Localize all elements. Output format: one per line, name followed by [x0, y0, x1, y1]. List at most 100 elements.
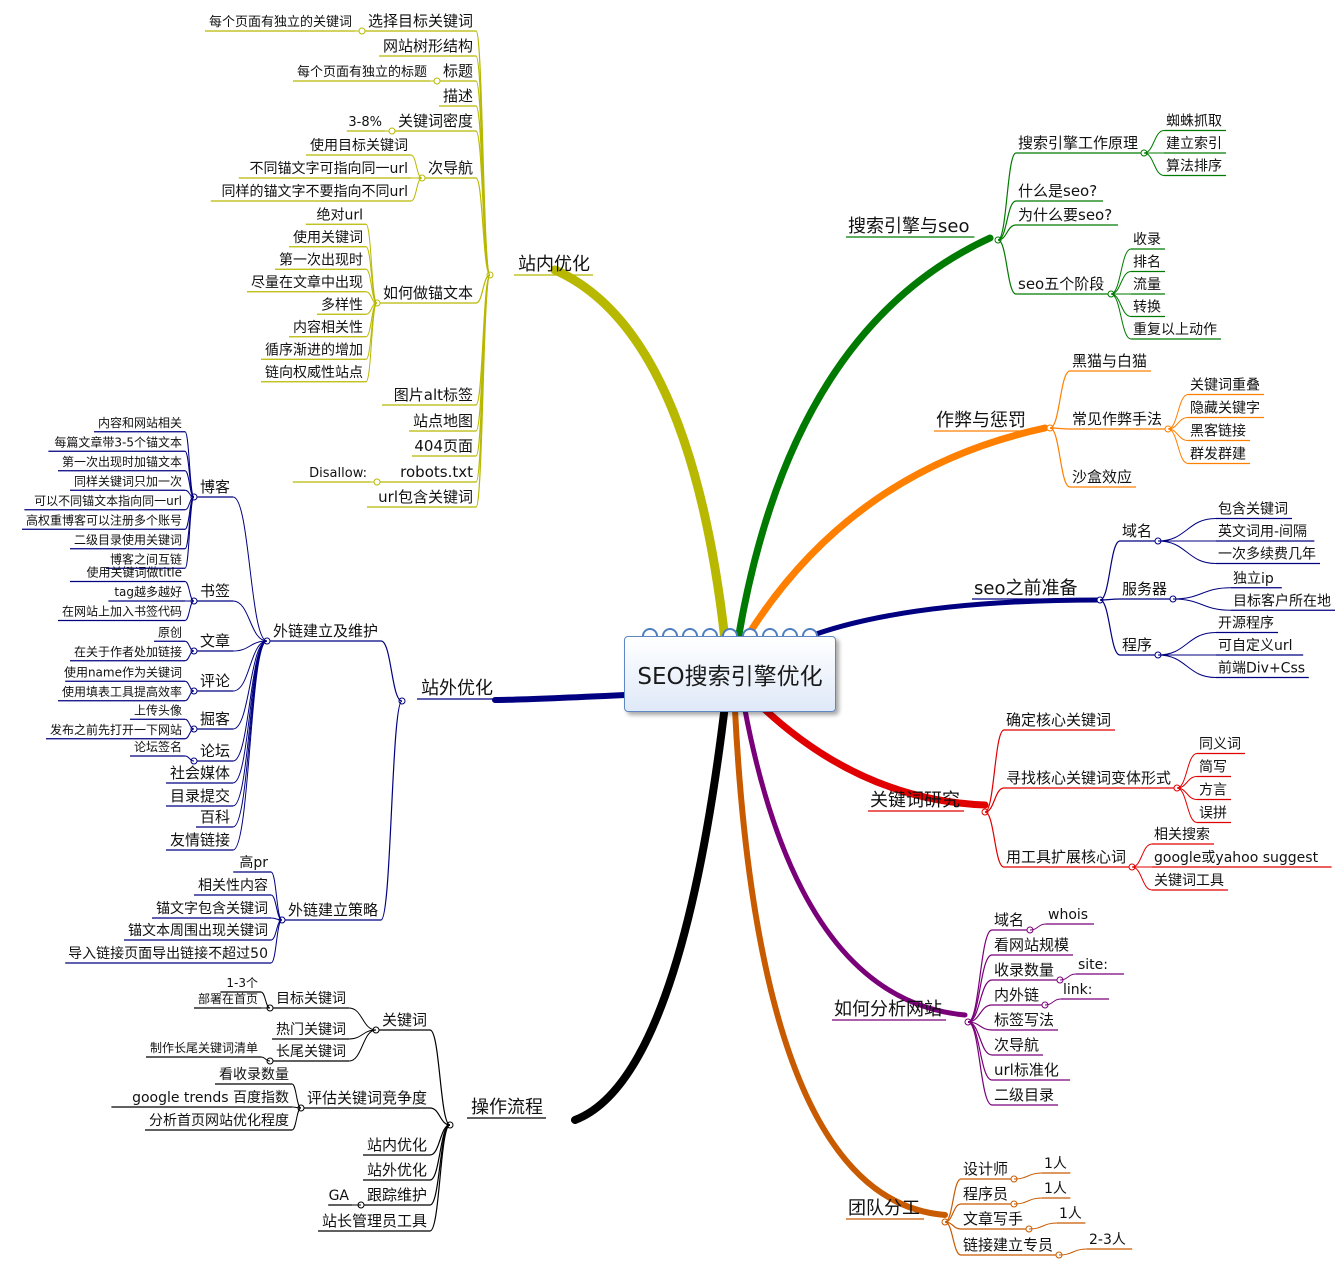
note-offsite[interactable]: 内容和网站相关 — [98, 415, 182, 430]
topic-engine-1[interactable]: 什么是seo? — [1018, 182, 1097, 200]
topic-process-1[interactable]: 评估关键词竞争度 — [307, 1089, 427, 1107]
note-engine[interactable]: 算法排序 — [1166, 159, 1222, 175]
note-offsite[interactable]: 在关于作者处加链接 — [74, 644, 182, 659]
topic-analyze-0[interactable]: 域名 — [994, 911, 1024, 929]
topic-prep-2[interactable]: 程序 — [1122, 636, 1152, 654]
subtopic-offsite[interactable]: 评论 — [200, 672, 230, 690]
note-offsite[interactable]: 使用name作为关键词 — [64, 664, 182, 679]
note-engine[interactable]: 转换 — [1133, 299, 1161, 316]
note-onsite[interactable]: 每个页面有独立的标题 — [297, 64, 427, 80]
note-onsite[interactable]: 多样性 — [321, 296, 363, 313]
note-cheat[interactable]: 群发群建 — [1190, 447, 1246, 463]
note-onsite[interactable]: 同样的锚文字不要指向不同url — [221, 184, 408, 200]
note-onsite[interactable]: 不同锚文字可指向同一url — [249, 161, 408, 177]
topic-engine-0[interactable]: 搜索引擎工作原理 — [1018, 134, 1138, 152]
note-offsite[interactable]: 论坛签名 — [134, 739, 182, 754]
note-onsite[interactable]: 尽量在文章中出现 — [251, 274, 363, 291]
note-onsite[interactable]: 使用目标关键词 — [310, 137, 408, 154]
subtopic-offsite[interactable]: 论坛 — [200, 742, 230, 760]
note-offsite[interactable]: 可以不同锚文本指向同一url — [34, 493, 182, 508]
topic-cheat-0[interactable]: 黑猫与白猫 — [1072, 352, 1147, 370]
note-prep[interactable]: 一次多续费几年 — [1218, 546, 1316, 563]
note-offsite[interactable]: 在网站上加入书签代码 — [62, 604, 182, 619]
subtopic-process[interactable]: 热门关键词 — [276, 1022, 346, 1038]
subtopic-offsite[interactable]: 掘客 — [200, 710, 230, 728]
note-cheat[interactable]: 隐藏关键字 — [1190, 401, 1260, 417]
topic-onsite-7[interactable]: 图片alt标签 — [394, 386, 473, 404]
topic-process-3[interactable]: 站外优化 — [367, 1161, 427, 1179]
topic-team-0[interactable]: 设计师 — [963, 1160, 1008, 1178]
branch-prep[interactable]: seo之前准备 — [974, 578, 1077, 599]
branch-cheat[interactable]: 作弊与惩罚 — [936, 410, 1026, 431]
note-engine[interactable]: 流量 — [1133, 277, 1161, 293]
topic-analyze-2[interactable]: 收录数量 — [994, 961, 1054, 979]
note-team[interactable]: 1人 — [1044, 1181, 1067, 1197]
note-offsite[interactable]: 二级目录使用关键词 — [74, 532, 182, 547]
subtopic-process[interactable]: 长尾关键词 — [276, 1044, 346, 1060]
note-offsite[interactable]: 第一次出现时加锚文本 — [62, 454, 182, 469]
note-onsite[interactable]: 使用关键词 — [293, 229, 363, 246]
note-onsite[interactable]: 内容相关性 — [293, 319, 363, 336]
topic-onsite-6[interactable]: 如何做锚文本 — [383, 284, 473, 302]
note-team[interactable]: 2-3人 — [1089, 1232, 1126, 1248]
subtopic-offsite[interactable]: 文章 — [200, 632, 230, 650]
note-offsite[interactable]: 高pr — [239, 854, 268, 871]
note-prep[interactable]: 英文词用-间隔 — [1218, 523, 1307, 540]
branch-offsite[interactable]: 站外优化 — [421, 678, 493, 699]
topic-onsite-9[interactable]: 404页面 — [414, 437, 473, 455]
note-offsite[interactable]: 锚文本周围出现关键词 — [128, 923, 268, 939]
branch-kw[interactable]: 关键词研究 — [870, 790, 960, 811]
topic-onsite-5[interactable]: 次导航 — [428, 159, 473, 177]
subtopic-offsite[interactable]: 目录提交 — [170, 787, 230, 805]
topic-onsite-11[interactable]: url包含关键词 — [378, 488, 473, 506]
note-offsite[interactable]: 上传头像 — [134, 702, 182, 717]
note-process[interactable]: 制作长尾关键词清单 — [150, 1041, 258, 1055]
note-onsite[interactable]: Disallow: — [309, 466, 367, 481]
note-process[interactable]: 看收录数量 — [219, 1067, 289, 1083]
topic-onsite-0[interactable]: 选择目标关键词 — [368, 12, 473, 30]
note-onsite[interactable]: 3-8% — [348, 115, 382, 130]
note-analyze[interactable]: site: — [1078, 957, 1108, 973]
branch-analyze[interactable]: 如何分析网站 — [834, 999, 942, 1020]
subtopic-process[interactable]: 目标关键词 — [276, 991, 346, 1007]
note-process[interactable]: 分析首页网站优化程度 — [149, 1113, 289, 1129]
note-team[interactable]: 1人 — [1044, 1156, 1067, 1172]
note-offsite[interactable]: 发布之前先打开一下网站 — [50, 722, 182, 737]
note-prep[interactable]: 独立ip — [1233, 571, 1274, 587]
topic-kw-0[interactable]: 确定核心关键词 — [1006, 711, 1111, 729]
note-onsite[interactable]: 绝对url — [316, 207, 363, 223]
note-kw[interactable]: 方言 — [1199, 783, 1227, 799]
note-offsite[interactable]: 每篇文章带3-5个锚文本 — [54, 434, 182, 449]
topic-process-5[interactable]: 站长管理员工具 — [322, 1212, 427, 1230]
note-engine[interactable]: 排名 — [1133, 255, 1161, 271]
topic-process-2[interactable]: 站内优化 — [367, 1136, 427, 1154]
topic-offsite-0[interactable]: 外链建立及维护 — [273, 622, 378, 640]
note-engine[interactable]: 建立索引 — [1166, 135, 1222, 152]
note-offsite[interactable]: 相关性内容 — [198, 877, 268, 894]
topic-process-4[interactable]: 跟踪维护 — [367, 1186, 427, 1204]
topic-kw-1[interactable]: 寻找核心关键词变体形式 — [1006, 769, 1171, 787]
subtopic-offsite[interactable]: 博客 — [200, 478, 230, 496]
subtopic-offsite[interactable]: 书签 — [200, 582, 230, 600]
note-process[interactable]: 1-3个 — [226, 976, 258, 990]
topic-onsite-8[interactable]: 站点地图 — [413, 412, 473, 430]
branch-engine[interactable]: 搜索引擎与seo — [848, 216, 969, 237]
root-topic[interactable]: SEO搜索引擎优化 — [624, 636, 836, 712]
topic-cheat-1[interactable]: 常见作弊手法 — [1072, 410, 1162, 428]
branch-process[interactable]: 操作流程 — [471, 1097, 543, 1118]
note-cheat[interactable]: 关键词重叠 — [1190, 378, 1260, 394]
branch-team[interactable]: 团队分工 — [848, 1198, 920, 1219]
note-onsite[interactable]: 链向权威性站点 — [265, 365, 363, 381]
note-offsite[interactable]: tag越多越好 — [114, 585, 182, 599]
note-prep[interactable]: 目标客户所在地 — [1233, 592, 1331, 609]
note-team[interactable]: 1人 — [1059, 1206, 1082, 1222]
topic-team-1[interactable]: 程序员 — [963, 1185, 1008, 1203]
topic-team-3[interactable]: 链接建立专员 — [963, 1236, 1053, 1254]
note-offsite[interactable]: 高权重博客可以注册多个账号 — [26, 512, 182, 527]
topic-process-0[interactable]: 关键词 — [382, 1011, 427, 1029]
note-process[interactable]: GA — [329, 1188, 350, 1204]
subtopic-offsite[interactable]: 友情链接 — [170, 831, 230, 849]
topic-onsite-4[interactable]: 关键词密度 — [398, 112, 473, 130]
topic-analyze-6[interactable]: url标准化 — [994, 1061, 1059, 1079]
topic-analyze-3[interactable]: 内外链 — [994, 986, 1039, 1004]
